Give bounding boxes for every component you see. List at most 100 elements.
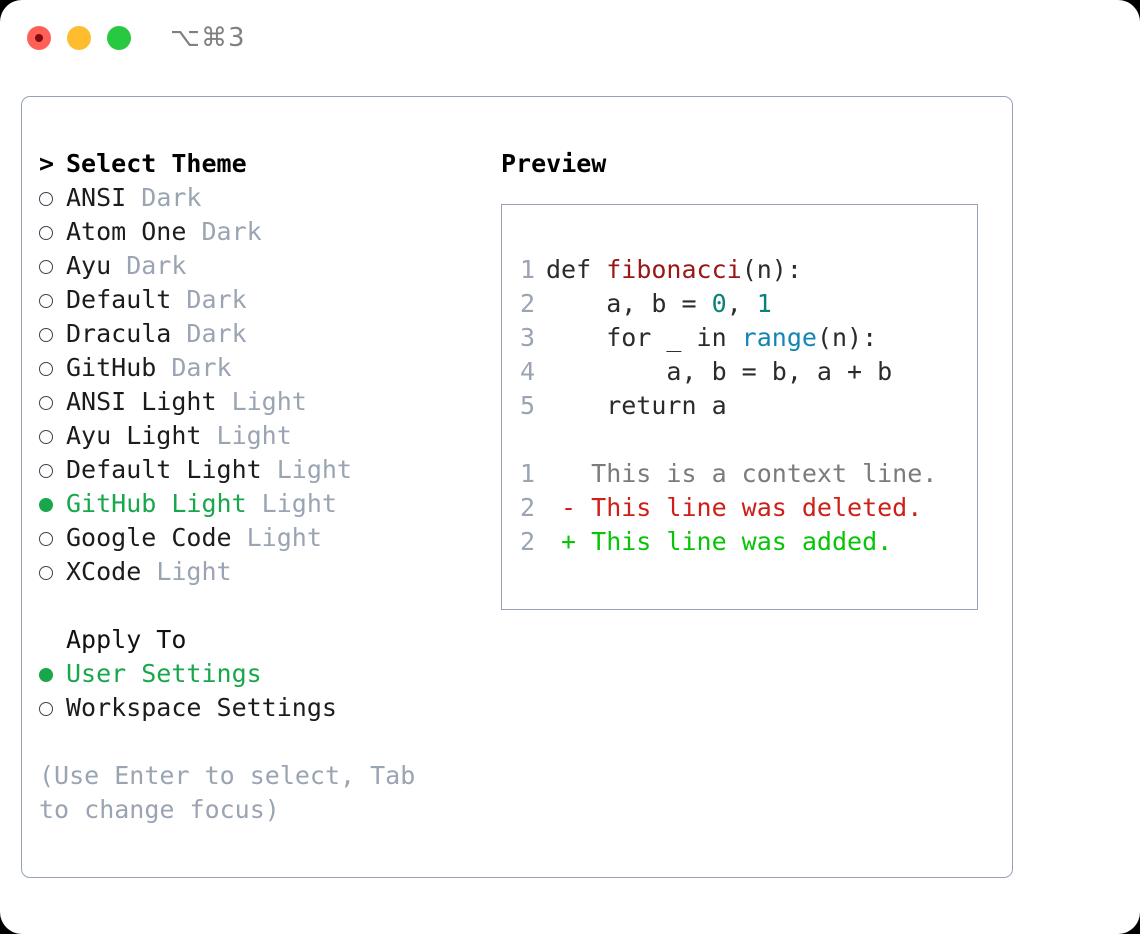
minimize-button[interactable]: [67, 26, 91, 50]
theme-list-item[interactable]: GitHub Dark: [39, 351, 489, 385]
theme-list-item[interactable]: Default Dark: [39, 283, 489, 317]
apply-to-option[interactable]: Workspace Settings: [39, 691, 489, 725]
line-number: 4: [520, 357, 536, 386]
code-line: 3 for _ in range(n):: [520, 321, 937, 355]
theme-name: Ayu: [66, 251, 112, 280]
theme-name: ANSI: [66, 183, 127, 212]
theme-category: Dark: [156, 353, 232, 382]
line-number: 2: [520, 527, 536, 556]
apply-to-heading: Apply To: [39, 623, 489, 657]
code-line: 4 a, b = b, a + b: [520, 355, 937, 389]
theme-category: Light: [216, 387, 307, 416]
theme-list-item[interactable]: Ayu Dark: [39, 249, 489, 283]
line-number: 2: [520, 493, 536, 522]
diff-line: 1 This is a context line.: [520, 457, 937, 491]
diff-add-text: + This line was added.: [546, 527, 893, 556]
radio-unselected-icon[interactable]: [39, 396, 53, 410]
theme-category: Dark: [126, 183, 202, 212]
theme-list-item[interactable]: Default Light Light: [39, 453, 489, 487]
keyboard-hint: (Use Enter to select, Tab to change focu…: [39, 761, 416, 824]
theme-name: Dracula: [66, 319, 172, 348]
theme-list-item[interactable]: Ayu Light Light: [39, 419, 489, 453]
theme-category: Dark: [171, 285, 247, 314]
theme-category: Light: [246, 489, 337, 518]
radio-selected-icon[interactable]: [39, 668, 53, 682]
radio-unselected-icon[interactable]: [39, 328, 53, 342]
code-token-builtin: range: [741, 323, 817, 352]
line-number: 3: [520, 323, 536, 352]
code-diff-gap: [520, 423, 937, 457]
diff-delete-text: - This line was deleted.: [546, 493, 923, 522]
theme-name: GitHub Light: [66, 489, 247, 518]
theme-name: Ayu Light: [66, 421, 202, 450]
theme-category: Dark: [111, 251, 187, 280]
line-number: 1: [520, 255, 536, 284]
diff-line: 2 - This line was deleted.: [520, 491, 937, 525]
preview-heading: Preview: [501, 149, 607, 178]
code-line: 2 a, b = 0, 1: [520, 287, 937, 321]
theme-list-item[interactable]: GitHub Light Light: [39, 487, 489, 521]
line-number: 1: [520, 459, 536, 488]
theme-category: Dark: [186, 217, 262, 246]
code-token-plain: (n):: [741, 255, 802, 284]
radio-unselected-icon[interactable]: [39, 430, 53, 444]
select-theme-heading: > Select Theme: [39, 147, 489, 181]
code-token-plain: for _ in: [546, 323, 742, 352]
code-token-plain: def: [546, 255, 607, 284]
radio-selected-icon[interactable]: [39, 498, 53, 512]
theme-category: Light: [201, 421, 292, 450]
radio-unselected-icon[interactable]: [39, 260, 53, 274]
code-token-num: 1: [756, 289, 772, 318]
theme-category: Light: [141, 557, 232, 586]
diff-context-text: This is a context line.: [546, 459, 938, 488]
code-token-plain: (n):: [816, 323, 878, 352]
theme-category: Light: [231, 523, 322, 552]
theme-category: Light: [261, 455, 352, 484]
list-gap: [39, 589, 489, 623]
line-number: 2: [520, 289, 536, 318]
theme-list-item[interactable]: Google Code Light: [39, 521, 489, 555]
theme-name: GitHub: [66, 353, 157, 382]
theme-list-item[interactable]: Dracula Dark: [39, 317, 489, 351]
zoom-button[interactable]: [107, 26, 131, 50]
theme-name: Default Light: [66, 455, 262, 484]
theme-name: Default: [66, 285, 172, 314]
radio-unselected-icon[interactable]: [39, 532, 53, 546]
diff-line: 2 + This line was added.: [520, 525, 937, 559]
radio-unselected-icon[interactable]: [39, 566, 53, 580]
code-token-plain: ,: [726, 289, 757, 318]
theme-name: Atom One: [66, 217, 187, 246]
apply-to-option[interactable]: User Settings: [39, 657, 489, 691]
radio-unselected-icon[interactable]: [39, 226, 53, 240]
radio-unselected-icon[interactable]: [39, 362, 53, 376]
select-theme-heading-label: Select Theme: [66, 149, 247, 178]
theme-name: Google Code: [66, 523, 232, 552]
theme-list-item[interactable]: ANSI Dark: [39, 181, 489, 215]
theme-name: ANSI Light: [66, 387, 217, 416]
code-token-plain: a, b =: [546, 289, 712, 318]
code-token-num: 0: [711, 289, 727, 318]
theme-list-item[interactable]: ANSI Light Light: [39, 385, 489, 419]
apply-to-heading-label: Apply To: [66, 625, 187, 654]
code-token-plain: a, b = b, a + b: [546, 357, 893, 386]
prompt-caret: >: [39, 149, 70, 178]
code-line: 5 return a: [520, 389, 937, 423]
close-button[interactable]: [27, 26, 51, 50]
radio-unselected-icon[interactable]: [39, 294, 53, 308]
theme-name: XCode: [66, 557, 142, 586]
apply-to-option-label: Workspace Settings: [66, 693, 337, 722]
theme-list-item[interactable]: XCode Light: [39, 555, 489, 589]
radio-unselected-icon[interactable]: [39, 464, 53, 478]
theme-category: Dark: [171, 319, 247, 348]
radio-unselected-icon[interactable]: [39, 702, 53, 716]
radio-unselected-icon[interactable]: [39, 192, 53, 206]
code-token-plain: return a: [546, 391, 727, 420]
theme-list-item[interactable]: Atom One Dark: [39, 215, 489, 249]
line-number: 5: [520, 391, 536, 420]
